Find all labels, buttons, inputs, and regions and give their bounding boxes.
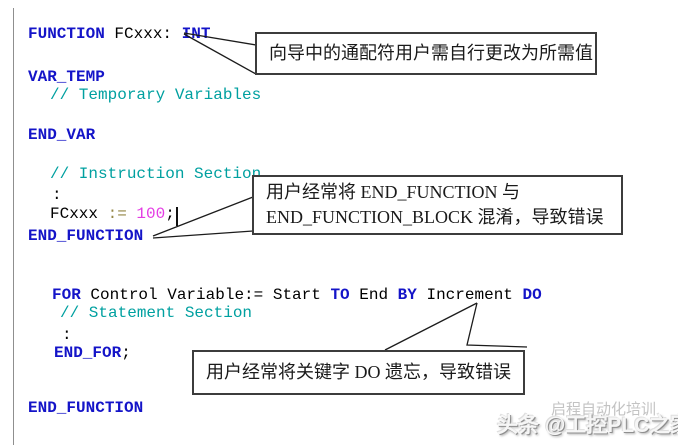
callout-end-function-note: 用户经常将 END_FUNCTION 与 END_FUNCTION_BLOCK … (252, 175, 623, 235)
code-segment-plain: End (349, 286, 398, 304)
code-segment-keyword: FOR (52, 286, 81, 304)
code-segment-plain: ; (121, 344, 131, 362)
code-line: VAR_TEMP (28, 68, 105, 86)
code-segment-plain: Control Variable:= Start (80, 286, 331, 304)
code-segment-plain: ; (165, 205, 175, 223)
code-segment-comment: // Statement Section (60, 304, 253, 322)
watermark-training: 启程自动化培训 (551, 401, 657, 418)
code-segment-plain: : (62, 326, 72, 344)
code-segment-keyword: INT (181, 25, 211, 43)
code-segment-keyword: DO (522, 286, 542, 304)
code-line: : (62, 326, 72, 344)
code-segment-keyword: BY (397, 286, 417, 304)
code-line: // Statement Section (60, 304, 252, 322)
callout-wildcard-note: 向导中的通配符用户需自行更改为所需值 (255, 32, 597, 75)
code-segment-plain: Increment (416, 286, 523, 304)
code-line: : (52, 186, 62, 204)
callout-text: 用户经常将 END_FUNCTION 与 (266, 182, 520, 202)
code-line: FUNCTION FCxxx: INT (28, 25, 210, 43)
callout-text: 向导中的通配符用户需自行更改为所需值 (269, 43, 593, 63)
code-line: // Temporary Variables (50, 86, 261, 104)
code-segment-keyword: END_FUNCTION (28, 227, 144, 245)
code-segment-keyword: FUNCTION (28, 25, 105, 43)
code-segment-comment: // Temporary Variables (50, 86, 262, 104)
code-segment-keyword: END_FOR (54, 344, 122, 362)
code-line: END_VAR (28, 126, 95, 144)
code-line: END_FOR; (54, 344, 131, 362)
code-segment-keyword: TO (330, 286, 350, 304)
watermark-toutiao: 头条 @工控PLC之家 (497, 414, 678, 437)
code-segment-comment: // Instruction Section (50, 165, 262, 183)
code-segment-plain: : (52, 186, 62, 204)
code-segment-plain: FCxxx (50, 205, 108, 223)
code-segment-keyword: END_FUNCTION (28, 399, 144, 417)
text-caret (175, 207, 178, 226)
code-line: END_FUNCTION (28, 399, 143, 417)
code-segment-number: 100 (136, 205, 166, 223)
callout-text: END_FUNCTION_BLOCK 混淆，导致错误 (266, 207, 604, 227)
code-segment-operator: := (107, 205, 127, 223)
callout-do-keyword-note: 用户经常将关键字 DO 遗忘，导致错误 (192, 350, 525, 395)
code-line: // Instruction Section (50, 165, 261, 183)
code-segment-keyword: VAR_TEMP (28, 68, 105, 86)
callout-text: 用户经常将关键字 DO 遗忘，导致错误 (206, 362, 511, 382)
code-line: FOR Control Variable:= Start TO End BY I… (52, 286, 542, 304)
code-line: END_FUNCTION (28, 227, 143, 245)
code-line: FCxxx := 100; (50, 204, 178, 226)
code-segment-plain: FCxxx: (104, 25, 182, 43)
code-segment-keyword: END_VAR (28, 126, 96, 144)
editor-left-margin-rule (13, 8, 14, 445)
